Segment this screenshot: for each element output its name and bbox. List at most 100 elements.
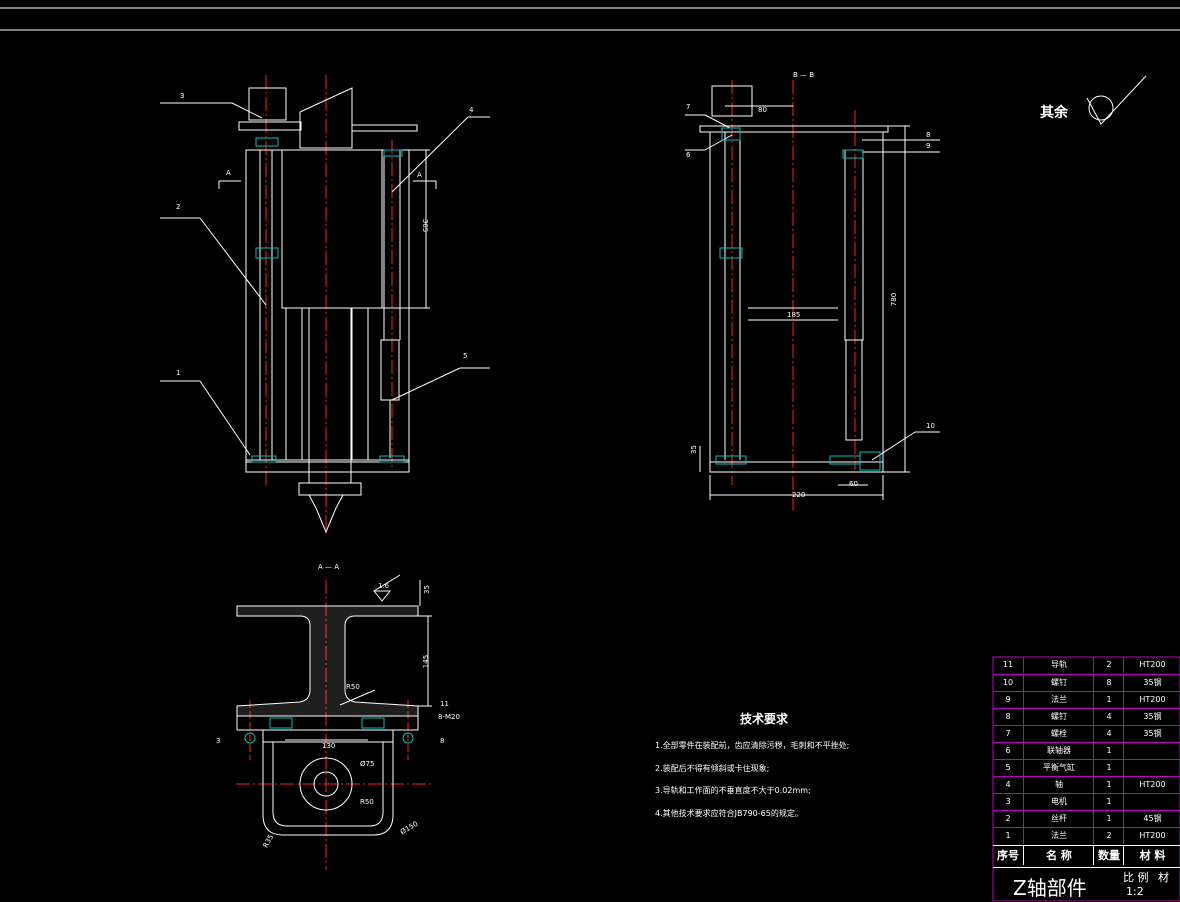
bom-no: 11 — [1002, 660, 1014, 669]
bom-no: 7 — [1005, 729, 1011, 738]
bom-material: HT200 — [1123, 828, 1180, 844]
side-view-fasteners — [715, 127, 881, 471]
material-label: 材 — [1158, 871, 1169, 884]
bom-qty: 2 — [1093, 657, 1124, 673]
dim-section-height: 145 — [422, 654, 431, 669]
section-view — [236, 574, 432, 870]
dim-section-rib: 11 — [440, 700, 449, 708]
scale-value: 1:2 — [1126, 885, 1144, 898]
front-view-fasteners — [251, 137, 405, 463]
bom-frame — [992, 656, 1180, 901]
balloon-1: 1 — [176, 369, 181, 377]
bom-no: 8 — [1005, 712, 1011, 721]
bom-no: 6 — [1005, 746, 1011, 755]
dim-side-width: 220 — [792, 491, 806, 499]
section-label-left: 3 — [216, 737, 221, 745]
balloon-10: 10 — [926, 422, 935, 430]
bom-name: 电机 — [1023, 794, 1094, 810]
bom-name: 法兰 — [1023, 692, 1094, 708]
bom-row: 2 丝杆 1 45钢 — [993, 810, 1180, 827]
bom-header-row: 序号 名 称 数量 材 料 — [993, 845, 1180, 866]
balloon-9: 9 — [926, 142, 931, 150]
bom-qty: 1 — [1093, 794, 1124, 810]
bill-of-materials: 11 导轨 2 HT200 10 螺钉 8 35钢 9 法兰 1 HT200 8… — [993, 657, 1180, 901]
bom-material: 35钢 — [1123, 675, 1180, 691]
tech-item: 4.其他技术要求应符合JB790-65的规定。 — [655, 809, 803, 818]
balloon-4: 4 — [469, 106, 474, 114]
bom-name: 螺钉 — [1023, 709, 1094, 725]
bom-name: 丝杆 — [1023, 811, 1094, 827]
bom-material: 35钢 — [1123, 726, 1180, 742]
bom-row: 5 平衡气缸 1 — [993, 759, 1180, 776]
bom-no: 10 — [1002, 678, 1014, 687]
bom-row: 4 轴 1 HT200 — [993, 776, 1180, 793]
bom-no: 3 — [1005, 797, 1011, 806]
roughness-value: 1.6 — [378, 582, 390, 590]
front-view — [160, 75, 490, 535]
dim-section-radius: R50 — [346, 683, 360, 691]
bom-name: 平衡气缸 — [1023, 760, 1094, 776]
dim-side-top: 80 — [758, 106, 767, 114]
bom-header-material: 材 料 — [1123, 846, 1180, 865]
bom-qty: 1 — [1093, 760, 1124, 776]
bom-qty: 8 — [1093, 675, 1124, 691]
bom-row: 1 法兰 2 HT200 — [993, 827, 1180, 844]
dim-front-height: 365 — [421, 218, 430, 233]
bom-qty: 4 — [1093, 726, 1124, 742]
roughness-symbol — [1086, 75, 1147, 125]
section-fill — [237, 606, 418, 716]
title-block: Z轴部件 比 例 材 1:2 — [993, 867, 1180, 902]
bom-material: 35钢 — [1123, 709, 1180, 725]
section-fasteners — [244, 717, 414, 744]
scale-label: 比 例 — [1123, 871, 1149, 884]
bom-material: HT200 — [1123, 692, 1180, 708]
bom-row: 10 螺钉 8 35钢 — [993, 674, 1180, 691]
bom-header-qty: 数量 — [1093, 846, 1124, 865]
bom-row: 11 导轨 2 HT200 — [993, 657, 1180, 673]
tech-item: 2.装配后不得有倾斜或卡住现象; — [655, 764, 770, 773]
tech-requirements-title: 技术要求 — [740, 712, 789, 726]
balloon-6: 6 — [686, 151, 691, 159]
bom-material: HT200 — [1123, 657, 1180, 673]
bom-material — [1123, 794, 1180, 810]
dim-side-height: 780 — [890, 292, 899, 307]
bom-row: 9 法兰 1 HT200 — [993, 691, 1180, 708]
side-view — [685, 80, 940, 510]
bom-name: 联轴器 — [1023, 743, 1094, 759]
bom-name: 螺钉 — [1023, 675, 1094, 691]
dim-section-top: 35 — [422, 585, 431, 594]
dim-section-radius-outer: R50 — [360, 798, 374, 806]
bom-row: 7 螺栓 4 35钢 — [993, 725, 1180, 742]
bom-qty: 1 — [1093, 743, 1124, 759]
surface-finish-label: 其余 — [1040, 105, 1068, 121]
dim-side-small: 60 — [849, 480, 858, 488]
tech-item: 3.导轨和工作面的不垂直度不大于0.02mm; — [655, 786, 811, 795]
bom-no: 2 — [1005, 814, 1011, 823]
dim-section-width: 130 — [322, 742, 336, 750]
bom-no: 1 — [1005, 831, 1011, 840]
hole-note: 8-M20 — [438, 713, 460, 721]
bom-qty: 4 — [1093, 709, 1124, 725]
bom-header-name: 名 称 — [1023, 846, 1094, 865]
balloon-7: 7 — [686, 103, 691, 111]
drawing-title: Z轴部件 — [1013, 876, 1087, 900]
bom-name: 导轨 — [1023, 657, 1094, 673]
dim-section-dia-center: Ø75 — [360, 760, 375, 768]
bom-qty: 1 — [1093, 692, 1124, 708]
dim-side-mid: 185 — [787, 311, 801, 319]
balloon-5: 5 — [463, 352, 468, 360]
section-marker-right: A — [417, 171, 422, 179]
section-bb-title: B — B — [793, 71, 815, 79]
bom-row: 6 联轴器 1 — [993, 742, 1180, 759]
bom-name: 轴 — [1023, 777, 1094, 793]
dim-side-base: 35 — [689, 445, 698, 454]
bom-qty: 2 — [1093, 828, 1124, 844]
bom-name: 法兰 — [1023, 828, 1094, 844]
bom-material: HT200 — [1123, 777, 1180, 793]
bom-qty: 1 — [1093, 777, 1124, 793]
bom-no: 4 — [1005, 780, 1011, 789]
tech-item: 1.全部零件在装配前，齿应清除污秽，毛刺和不平挫处; — [655, 741, 850, 750]
section-aa-title: A — A — [318, 563, 340, 571]
bom-row: 8 螺钉 4 35钢 — [993, 708, 1180, 725]
